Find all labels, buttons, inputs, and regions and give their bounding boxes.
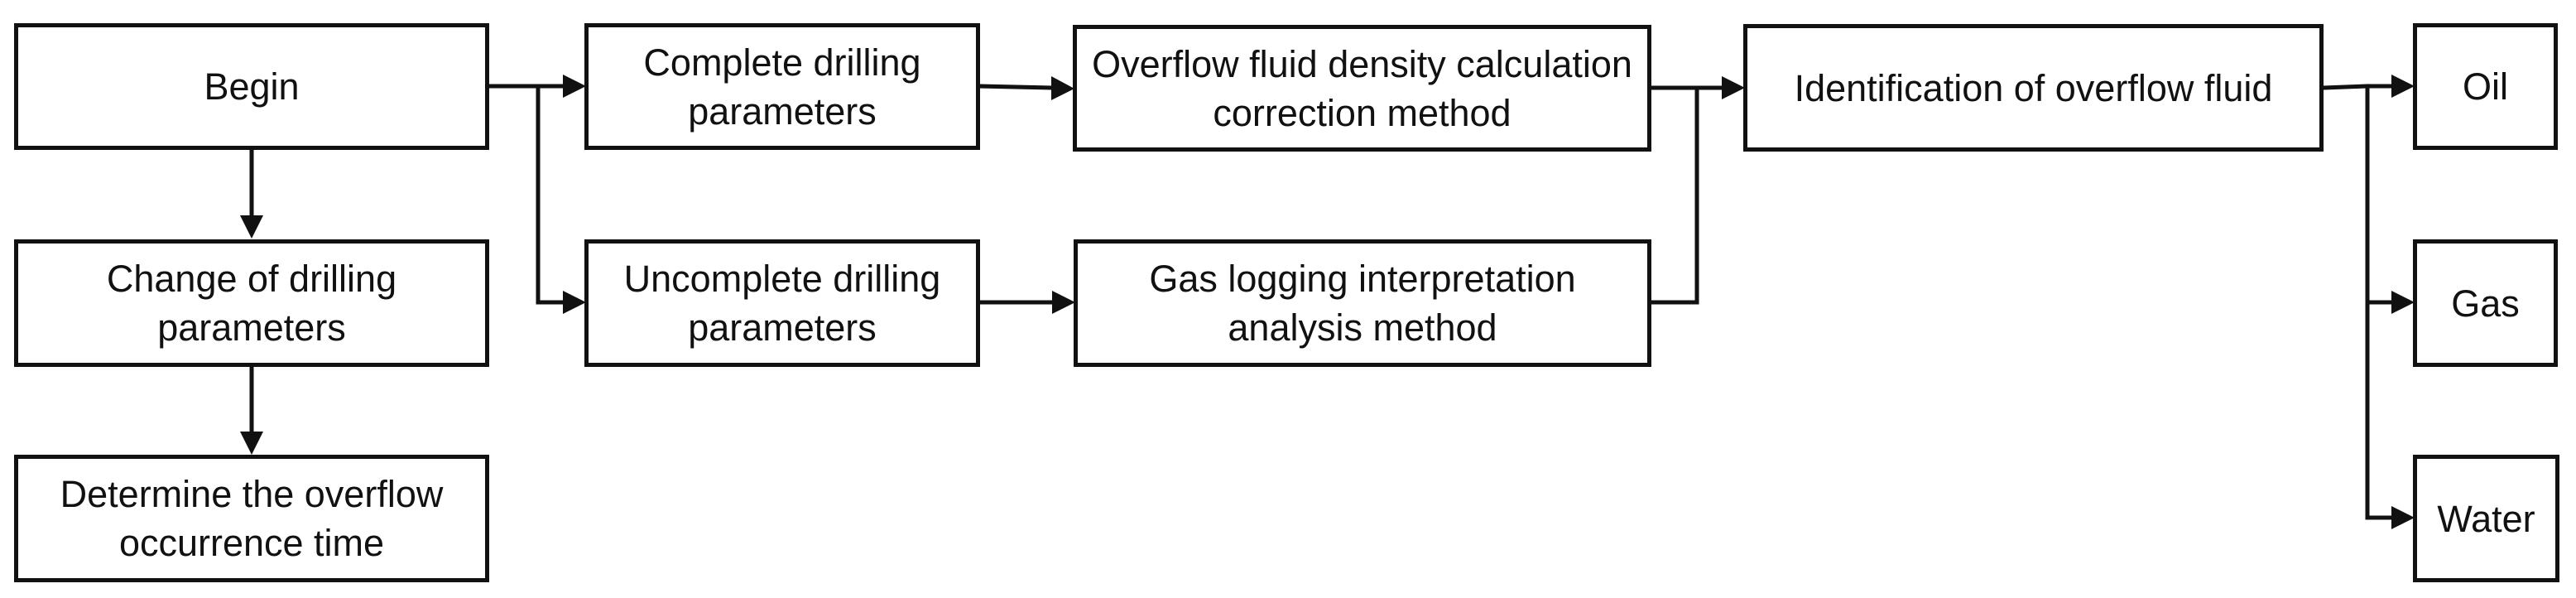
arrowhead-density — [1051, 76, 1074, 100]
arrowhead-determine — [240, 432, 263, 455]
begin-node: Begin — [14, 23, 489, 150]
gas-logging-method-node: Gas logging interpretation analysis meth… — [1074, 239, 1651, 367]
begin-label: Begin — [204, 65, 300, 108]
arrowhead-oil — [2391, 75, 2415, 98]
water-node: Water — [2413, 455, 2559, 582]
arrowhead-change — [240, 215, 263, 239]
gas-label: Gas — [2451, 282, 2520, 325]
complete-drilling-parameters-label: Complete drilling parameters — [643, 41, 921, 133]
change-drilling-parameters-node: Change of drilling parameters — [14, 239, 489, 367]
oil-node: Oil — [2413, 23, 2558, 150]
arrowhead-identification — [1722, 76, 1745, 99]
connector-identification-out — [2321, 84, 2370, 90]
arrowhead-water — [2391, 506, 2415, 529]
arrowhead-complete — [563, 75, 586, 98]
gas-logging-method-label: Gas logging interpretation analysis meth… — [1149, 258, 1576, 349]
change-drilling-parameters-label: Change of drilling parameters — [106, 258, 397, 349]
complete-drilling-parameters-node: Complete drilling parameters — [584, 23, 980, 150]
water-label: Water — [2437, 497, 2535, 540]
connector-complete-to-density — [978, 84, 1055, 90]
density-correction-method-label: Overflow fluid density calculation corre… — [1092, 42, 1632, 134]
uncomplete-drilling-parameters-label: Uncomplete drilling parameters — [623, 258, 941, 349]
identification-node: Identification of overflow fluid — [1743, 24, 2324, 152]
arrowhead-gas-logging — [1052, 291, 1075, 314]
density-correction-method-node: Overflow fluid density calculation corre… — [1073, 25, 1651, 152]
determine-overflow-time-label: Determine the overflow occurrence time — [60, 473, 444, 564]
arrowhead-uncomplete — [563, 291, 586, 314]
identification-label: Identification of overflow fluid — [1794, 66, 2273, 109]
determine-overflow-time-node: Determine the overflow occurrence time — [14, 455, 489, 582]
oil-label: Oil — [2463, 65, 2508, 108]
uncomplete-drilling-parameters-node: Uncomplete drilling parameters — [584, 239, 980, 367]
arrowhead-gas — [2391, 291, 2415, 314]
gas-node: Gas — [2413, 239, 2558, 367]
